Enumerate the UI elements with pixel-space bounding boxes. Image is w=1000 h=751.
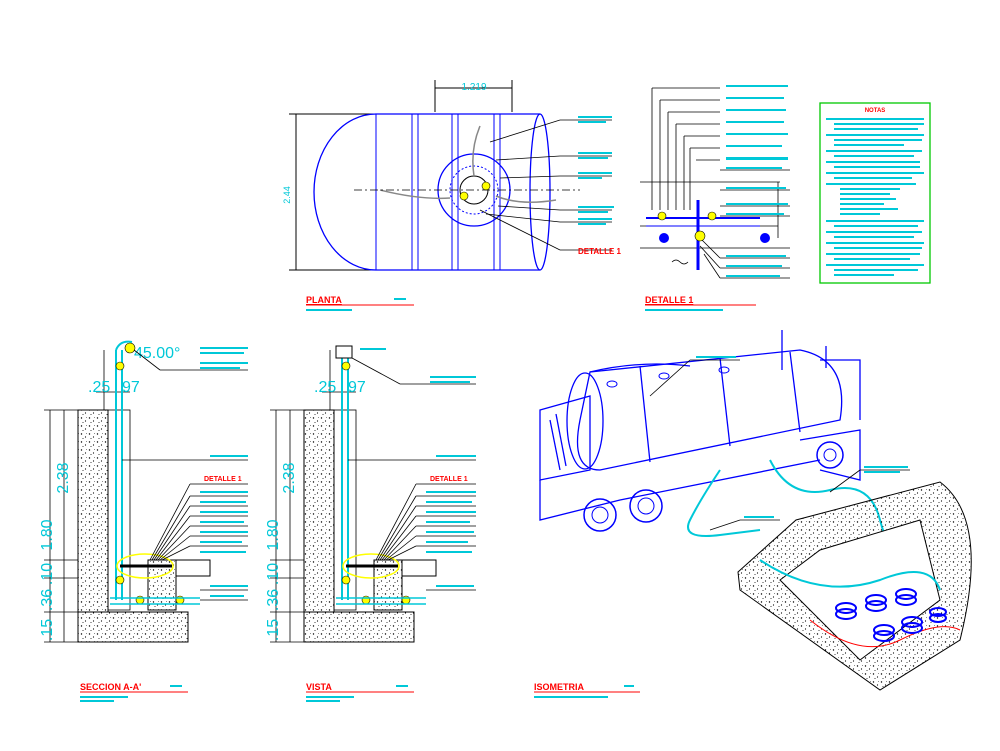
section-dim-pipe2: 97: [122, 379, 140, 396]
isometric-view: ISOMETRIA: [534, 330, 972, 698]
detail1-view: DETALLE 1: [640, 85, 790, 311]
section-detail-callout: DETALLE 1: [204, 476, 242, 483]
section-dim-4: .15: [39, 619, 56, 641]
plan-dim-width: 1.219: [461, 82, 486, 93]
view-dim-3: .36: [265, 589, 282, 611]
view-dim-2: .10: [265, 563, 282, 585]
view-dim-total: 2.38: [281, 462, 298, 493]
plan-detail-callout: DETALLE 1: [578, 247, 622, 256]
view-detail-callout: DETALLE 1: [430, 476, 468, 483]
view-title: VISTA: [306, 682, 332, 692]
notes-box: NOTAS: [819, 102, 931, 284]
section-view: 2.38 1.80 .10 .36 .15 .25 97 45.00°: [39, 340, 248, 702]
plan-dim-height: 2.44: [282, 186, 292, 204]
isometric-title: ISOMETRIA: [534, 682, 585, 692]
view-dim-1: 1.80: [265, 519, 282, 550]
plan-title: PLANTA: [306, 295, 342, 305]
view-dim-4: .15: [265, 619, 282, 641]
plan-view: 1.219 2.44: [282, 80, 622, 311]
view-dim-pipe: .25: [314, 379, 336, 396]
elevation-view: 2.38 1.80 .10 .36 .15 .25 97: [265, 345, 476, 702]
section-dim-3: .36: [39, 589, 56, 611]
detail1-title: DETALLE 1: [645, 295, 693, 305]
view-dim-pipe2: 97: [348, 379, 366, 396]
section-dim-pipe: .25: [88, 379, 110, 396]
section-dim-2: .10: [39, 563, 56, 585]
section-title: SECCION A-A': [80, 682, 141, 692]
section-dim-1: 1.80: [39, 519, 56, 550]
notes-title: NOTAS: [865, 108, 886, 114]
section-angle: 45.00°: [134, 345, 180, 362]
section-dim-total: 2.38: [55, 462, 72, 493]
